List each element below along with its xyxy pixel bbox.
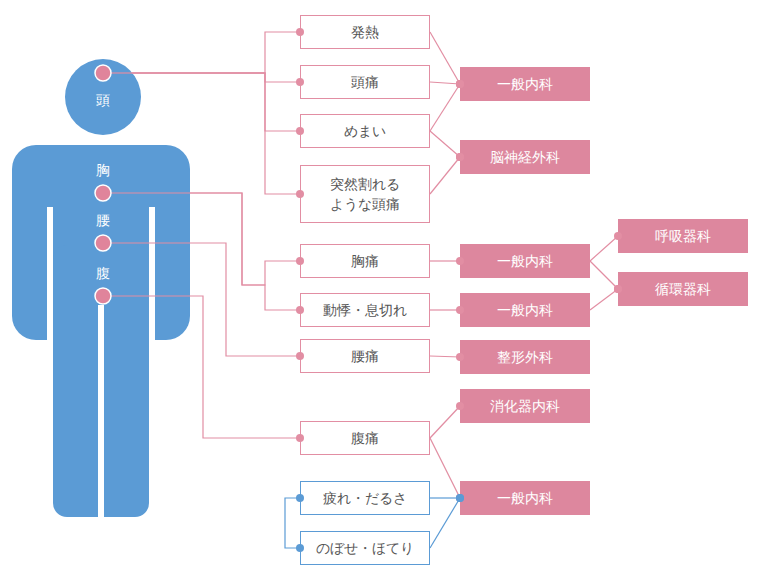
connector-line <box>132 32 300 73</box>
connector-line <box>132 73 300 131</box>
box-label: めまい <box>344 121 386 141</box>
connector-line <box>132 73 300 82</box>
symptom-box: 突然割れる ような頭痛 <box>300 165 430 223</box>
box-label: 整形外科 <box>497 347 553 367</box>
connector-dot <box>456 153 464 161</box>
connector-dot <box>296 494 304 502</box>
connector-dot <box>456 494 464 502</box>
connector-dot <box>456 306 464 314</box>
connector-line <box>430 82 460 84</box>
box-label: 発熱 <box>351 22 379 42</box>
box-label: 腹痛 <box>351 428 379 448</box>
box-label: 一般内科 <box>497 74 553 94</box>
box-label: 脳神経外科 <box>490 147 560 167</box>
head-circle: 頭 <box>65 59 141 135</box>
connector-dot <box>296 190 304 198</box>
connector-dot <box>296 434 304 442</box>
box-label: 頭痛 <box>351 72 379 92</box>
department-box: 脳神経外科 <box>460 140 590 174</box>
connector-dot <box>456 494 464 502</box>
head-label: 頭 <box>96 90 110 110</box>
symptom-box: 胸痛 <box>300 244 430 278</box>
connector-line <box>430 309 460 310</box>
connector-dot <box>456 80 464 88</box>
connector-dot <box>456 494 464 502</box>
connector-line <box>430 131 460 157</box>
connector-line <box>590 261 618 289</box>
connector-dot <box>296 306 304 314</box>
connector-line <box>190 243 300 356</box>
connector-dot <box>296 127 304 135</box>
connector-line <box>430 438 460 498</box>
symptom-box: 腰痛 <box>300 339 430 373</box>
connector-line <box>590 236 618 261</box>
box-label: 循環器科 <box>655 279 711 299</box>
connector-line <box>430 84 460 131</box>
connector-dot <box>296 257 304 265</box>
connector-dot <box>456 353 464 361</box>
connector-line <box>190 296 300 438</box>
connector-dot <box>456 402 464 410</box>
connector-line <box>430 260 460 261</box>
department-box: 呼吸器科 <box>618 219 748 253</box>
body-silhouette <box>12 145 190 517</box>
symptom-box: 頭痛 <box>300 65 430 99</box>
box-label: のぼせ・ほてり <box>316 538 414 558</box>
box-label: 胸痛 <box>351 251 379 271</box>
connector-line <box>590 289 618 310</box>
connector-dot <box>296 544 304 552</box>
department-box: 一般内科 <box>460 244 590 278</box>
connector-dot <box>296 28 304 36</box>
department-box: 一般内科 <box>460 293 590 327</box>
symptom-box: めまい <box>300 114 430 148</box>
box-label: 消化器内科 <box>490 396 560 416</box>
symptom-box: 動悸・息切れ <box>300 293 430 327</box>
connector-dot <box>614 285 622 293</box>
body-figure: 胸腰腹 <box>12 145 190 517</box>
department-box: 整形外科 <box>460 340 590 374</box>
connector-line <box>430 498 460 548</box>
box-label: 突然割れる ような頭痛 <box>328 174 402 215</box>
box-label: 腰痛 <box>351 346 379 366</box>
connector-dot <box>614 285 622 293</box>
connector-line <box>430 406 460 438</box>
symptom-box: 腹痛 <box>300 421 430 455</box>
body-part-label: 腰 <box>96 210 110 230</box>
body-part-label: 腹 <box>96 263 110 283</box>
connector-line <box>430 497 460 498</box>
body-part-label: 胸 <box>96 160 110 180</box>
connector-dot <box>456 80 464 88</box>
connector-line <box>430 32 460 84</box>
connector-dot <box>296 352 304 360</box>
connector-line <box>430 356 460 357</box>
box-label: 疲れ・だるさ <box>323 488 407 508</box>
box-label: 一般内科 <box>497 251 553 271</box>
connector-dot <box>614 232 622 240</box>
symptom-box: 発熱 <box>300 15 430 49</box>
department-box: 一般内科 <box>460 67 590 101</box>
connector-dot <box>456 153 464 161</box>
connector-dot <box>296 78 304 86</box>
box-label: 動悸・息切れ <box>323 300 407 320</box>
symptom-box: のぼせ・ほてり <box>300 531 430 565</box>
department-box: 消化器内科 <box>460 389 590 423</box>
connector-dot <box>456 80 464 88</box>
box-label: 呼吸器科 <box>655 226 711 246</box>
connector-line <box>430 157 460 194</box>
box-label: 一般内科 <box>497 488 553 508</box>
department-box: 一般内科 <box>460 481 590 515</box>
connector-line <box>190 193 300 310</box>
connector-dot <box>456 257 464 265</box>
connector-line <box>190 193 300 285</box>
connector-line <box>285 498 300 548</box>
symptom-box: 疲れ・だるさ <box>300 481 430 515</box>
department-box: 循環器科 <box>618 272 748 306</box>
connector-line <box>132 73 300 194</box>
box-label: 一般内科 <box>497 300 553 320</box>
